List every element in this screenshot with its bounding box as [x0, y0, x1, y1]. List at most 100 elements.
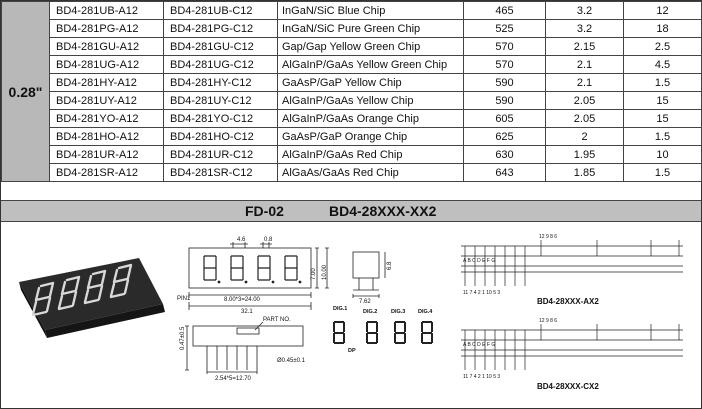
product-photo [19, 258, 165, 338]
cathode-part-cell: BD4-281UY-C12 [163, 91, 278, 110]
dim-pin-pitch: 2.54*5=12.70 [215, 376, 252, 382]
dim-top-2: 0.8 [264, 237, 273, 243]
part-no-label: PART NO. [263, 317, 291, 323]
drawing-svg: 4.6 0.8 7.00 10.00 8.00*3=24.00 32.1 PIN… [19, 234, 683, 391]
bottom-view [185, 321, 304, 374]
chip-type-cell: AlGaInP/GaAs Orange Chip [277, 109, 464, 128]
pins-top-cx: 12 9 8 6 [539, 318, 557, 324]
forward-voltage-cell: 3.2 [545, 1, 624, 20]
dim-side: 7.62 [359, 299, 371, 305]
cathode-part-cell: BD4-281PG-C12 [163, 19, 278, 38]
digit-labels: DIG.1 DIG.2 DIG.3 DIG.4 DP [333, 306, 433, 354]
anode-part-cell: BD4-281SR-A12 [49, 163, 164, 182]
luminous-intensity-cell: 4.5 [623, 55, 702, 74]
wavelength-cell: 570 [463, 55, 546, 74]
size-cell: 0.28" [1, 1, 50, 182]
wavelength-cell: 525 [463, 19, 546, 38]
cathode-part-cell: BD4-281HO-C12 [163, 127, 278, 146]
luminous-intensity-cell: 15 [623, 91, 702, 110]
dig-label-1: DIG.1 [333, 306, 347, 312]
forward-voltage-cell: 2.15 [545, 37, 624, 56]
forward-voltage-cell: 2.05 [545, 109, 624, 128]
chip-type-cell: Gap/Gap Yellow Green Chip [277, 37, 464, 56]
section-title-bar: FD-02 BD4-28XXX-XX2 [1, 200, 701, 222]
schematic-cx-title: BD4-28XXX-CX2 [537, 382, 599, 391]
dig-label-2: DIG.2 [363, 309, 377, 315]
luminous-intensity-cell: 1.5 [623, 163, 702, 182]
pins-bottom-ax: 11 7 4 2 1 10 5 3 [463, 290, 500, 296]
cathode-part-cell: BD4-281UB-C12 [163, 1, 278, 20]
anode-part-cell: BD4-281GU-A12 [49, 37, 164, 56]
wavelength-cell: 590 [463, 91, 546, 110]
anode-part-cell: BD4-281UY-A12 [49, 91, 164, 110]
digit-segment-views [333, 321, 433, 344]
cathode-part-cell: BD4-281YO-C12 [163, 109, 278, 128]
seg-letters-cx: A B C D E F G [463, 342, 495, 348]
anode-part-cell: BD4-281HY-A12 [49, 73, 164, 92]
seg-letters-ax: A B C D E F G [463, 258, 495, 264]
front-view [188, 242, 386, 310]
luminous-intensity-cell: 18 [623, 19, 702, 38]
pins-top-ax: 12 9 8 6 [539, 234, 557, 240]
chip-type-cell: AlGaAs/GaAs Red Chip [277, 163, 464, 182]
schematic-ax-title: BD4-28XXX-AX2 [537, 297, 599, 306]
dim-digit: 7.00 [311, 268, 317, 280]
chip-type-cell: InGaN/SiC Pure Green Chip [277, 19, 464, 38]
part-pattern-label: BD4-28XXX-XX2 [329, 203, 437, 219]
dp-label: DP [348, 348, 356, 354]
anode-part-cell: BD4-281PG-A12 [49, 19, 164, 38]
schematic-ax-lines [461, 240, 683, 286]
cathode-part-cell: BD4-281SR-C12 [163, 163, 278, 182]
chip-type-cell: AlGaInP/GaAs Yellow Chip [277, 91, 464, 110]
dim-pin-diameter: Ø0.45±0.1 [277, 358, 306, 364]
bottom-view-labels: PART NO. 0.47±0.5 2.54*5=12.70 Ø0.45±0.1 [180, 317, 306, 382]
luminous-intensity-cell: 10 [623, 145, 702, 164]
drawing-area: 4.6 0.8 7.00 10.00 8.00*3=24.00 32.1 PIN… [1, 222, 701, 408]
luminous-intensity-cell: 15 [623, 109, 702, 128]
cathode-part-cell: BD4-281HY-C12 [163, 73, 278, 92]
chip-type-cell: AlGaInP/GaAs Yellow Green Chip [277, 55, 464, 74]
chip-type-cell: GaAsP/GaP Yellow Chip [277, 73, 464, 92]
dim-pin-length: 0.47±0.5 [180, 326, 186, 350]
luminous-intensity-cell: 12 [623, 1, 702, 20]
wavelength-cell: 465 [463, 1, 546, 20]
chip-type-cell: InGaN/SiC Blue Chip [277, 1, 464, 20]
series-label: FD-02 [245, 203, 284, 219]
dig-label-3: DIG.3 [391, 309, 405, 315]
forward-voltage-cell: 2.05 [545, 91, 624, 110]
wavelength-cell: 570 [463, 37, 546, 56]
anode-part-cell: BD4-281UB-A12 [49, 1, 164, 20]
forward-voltage-cell: 3.2 [545, 19, 624, 38]
forward-voltage-cell: 2 [545, 127, 624, 146]
luminous-intensity-cell: 1.5 [623, 127, 702, 146]
anode-part-cell: BD4-281YO-A12 [49, 109, 164, 128]
forward-voltage-cell: 2.1 [545, 73, 624, 92]
wavelength-cell: 630 [463, 145, 546, 164]
dim-depth: 6.8 [387, 261, 393, 270]
cathode-part-cell: BD4-281UR-C12 [163, 145, 278, 164]
forward-voltage-cell: 1.85 [545, 163, 624, 182]
wavelength-cell: 590 [463, 73, 546, 92]
pins-bottom-cx: 11 7 4 2 1 10 5 3 [463, 374, 500, 380]
dim-height: 10.00 [322, 264, 328, 280]
anode-part-cell: BD4-281UR-A12 [49, 145, 164, 164]
anode-part-cell: BD4-281UG-A12 [49, 55, 164, 74]
dim-top-1: 4.6 [237, 237, 246, 243]
wavelength-cell: 643 [463, 163, 546, 182]
schematic-titles: BD4-28XXX-AX2 BD4-28XXX-CX2 [537, 297, 599, 391]
front-view-labels: 4.6 0.8 7.00 10.00 8.00*3=24.00 32.1 PIN… [177, 237, 393, 315]
schematic-labels: A B C D E F G A B C D E F G 12 9 8 6 12 … [463, 234, 557, 380]
pin1-label: PIN1 [177, 296, 191, 302]
dim-pitch: 8.00*3=24.00 [224, 297, 261, 303]
wavelength-cell: 605 [463, 109, 546, 128]
